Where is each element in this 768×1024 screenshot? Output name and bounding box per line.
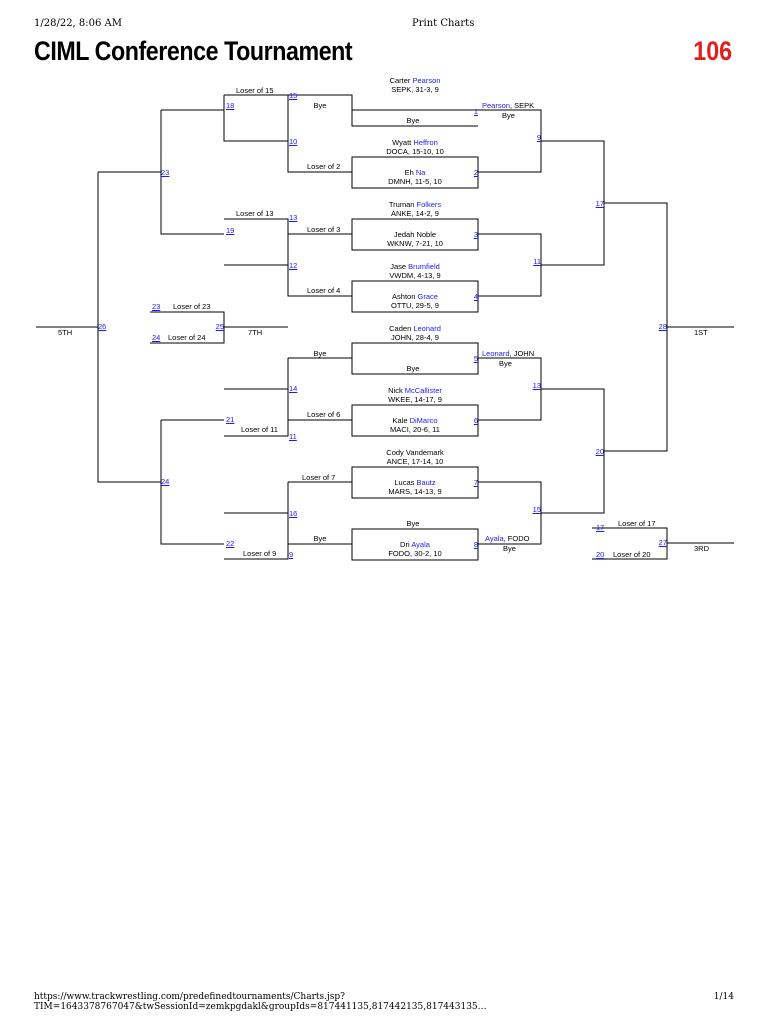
bout-link-22[interactable]: 22 (226, 539, 235, 548)
wrestler-info: ANCE, 17-14, 10 (386, 457, 444, 466)
loser-label: Loser of 3 (307, 225, 341, 234)
bout-link-17b[interactable]: 17 (596, 523, 605, 532)
wrestler-name: Lucas Bautz (394, 478, 436, 487)
footer-page: 1/14 (713, 992, 734, 1002)
wrestler-name: Nick McCallister (388, 386, 442, 395)
bout-note: Bye (503, 544, 516, 553)
wrestler-name: Kale DiMarco (392, 416, 438, 425)
footer-url: https://www.trackwrestling.com/predefine… (34, 992, 487, 1012)
wrestler-info: MARS, 14-13, 9 (388, 487, 442, 496)
bout-link-13b[interactable]: 13 (289, 213, 298, 222)
bout-link-17[interactable]: 17 (595, 199, 604, 208)
bout-link-15[interactable]: 15 (532, 505, 541, 514)
bout-link-20[interactable]: 20 (595, 447, 604, 456)
loser-label: Loser of 6 (307, 410, 341, 419)
bout-link-18[interactable]: 18 (226, 101, 235, 110)
loser-label: Loser of 2 (307, 162, 341, 171)
loser-label: Loser of 7 (302, 473, 336, 482)
bout-link-7[interactable]: 7 (473, 478, 478, 487)
place-label-5th: 5TH (58, 328, 73, 337)
wrestler-name: Dri Ayala (400, 540, 430, 549)
place-label-1st: 1ST (694, 328, 708, 337)
bout-link-25[interactable]: 25 (215, 322, 224, 331)
place-label-3rd: 3RD (694, 544, 710, 553)
wrestler-name: Jedah Noble (393, 230, 437, 239)
bout-link-12[interactable]: 12 (289, 261, 298, 270)
bout-note: Bye (499, 359, 512, 368)
bout-link-15b[interactable]: 15 (289, 91, 298, 100)
page-title: CIML Conference Tournament (34, 36, 353, 66)
bout-link-9[interactable]: 9 (536, 133, 541, 142)
wrestler-info: OTTU, 29-5, 9 (391, 301, 439, 310)
wrestler-name: Ashton Grace (392, 292, 438, 301)
bout-link-6[interactable]: 6 (473, 416, 478, 425)
print-datetime: 1/28/22, 8:06 AM (34, 18, 123, 29)
weight-class: 106 (693, 36, 732, 66)
bout-link-28[interactable]: 28 (658, 322, 667, 331)
bye-label: Bye (406, 364, 420, 373)
wrestler-name: Jase Brumfield (390, 262, 440, 271)
bout-link-24[interactable]: 24 (161, 477, 170, 486)
wrestler-info: DOCA, 15-10, 10 (386, 147, 444, 156)
loser-label: Loser of 13 (236, 209, 274, 218)
bout-note: Bye (502, 111, 515, 120)
wrestler-info: VWDM, 4-13, 9 (389, 271, 441, 280)
bout-link-16[interactable]: 16 (289, 509, 298, 518)
bye-label: Bye (313, 101, 327, 110)
bye-label: Bye (313, 534, 327, 543)
bout-link-26[interactable]: 26 (98, 322, 107, 331)
loser-label: Loser of 24 (168, 333, 206, 342)
wrestler-info: ANKE, 14-2, 9 (391, 209, 439, 218)
wrestler-info: SEPK, 31-3, 9 (391, 85, 439, 94)
bout-link-9b[interactable]: 9 (289, 550, 294, 559)
place-label-7th: 7TH (248, 328, 263, 337)
bout-link-11[interactable]: 11 (533, 257, 541, 266)
wrestler-info: WKNW, 7-21, 10 (387, 239, 443, 248)
wrestler-name: Eh Na (404, 168, 426, 177)
loser-label: Loser of 20 (613, 550, 651, 559)
bout-winner: Pearson, SEPK (482, 101, 535, 110)
bout-winner: Ayala, FODO (485, 534, 530, 543)
wrestler-name: Carter Pearson (389, 76, 441, 85)
loser-label: Loser of 17 (618, 519, 656, 528)
wrestler-info: MACI, 20-6, 11 (390, 425, 440, 434)
loser-label: Loser of 4 (307, 286, 341, 295)
wrestler-info: WKEE, 14-17, 9 (388, 395, 442, 404)
bout-link-14[interactable]: 14 (289, 384, 298, 393)
loser-label: Loser of 23 (173, 302, 211, 311)
wrestler-name: Wyatt Heffron (392, 138, 438, 147)
bout-link-3[interactable]: 3 (473, 230, 478, 239)
bout-link-1[interactable]: 1 (473, 107, 478, 116)
bout-link-10[interactable]: 10 (289, 137, 298, 146)
bout-link-5[interactable]: 5 (473, 354, 478, 363)
bout-link-23b[interactable]: 23 (152, 302, 161, 311)
bout-link-23[interactable]: 23 (161, 168, 170, 177)
wrestler-info: DMNH, 11-5, 10 (388, 177, 442, 186)
bye-label: Bye (406, 116, 420, 125)
bout-link-4[interactable]: 4 (473, 292, 478, 301)
bout-link-2[interactable]: 2 (473, 168, 478, 177)
bout-link-13[interactable]: 13 (532, 381, 541, 390)
wrestler-info: FODO, 30-2, 10 (388, 549, 442, 558)
wrestler-info: JOHN, 28-4, 9 (391, 333, 439, 342)
loser-label: Loser of 11 (241, 425, 278, 434)
loser-label: Loser of 15 (236, 86, 274, 95)
bout-link-24b[interactable]: 24 (152, 333, 161, 342)
bout-link-27[interactable]: 27 (658, 538, 667, 547)
bye-label: Bye (406, 519, 420, 528)
bout-winner: Leonard, JOHN (482, 349, 535, 358)
wrestler-name: Caden Leonard (389, 324, 441, 333)
bout-link-11b[interactable]: 11 (289, 432, 297, 441)
loser-label: Loser of 9 (243, 549, 277, 558)
bout-link-20b[interactable]: 20 (596, 550, 605, 559)
bout-link-8[interactable]: 8 (473, 540, 478, 549)
wrestler-name: Truman Folkers (388, 200, 442, 209)
bout-link-21[interactable]: 21 (226, 415, 235, 424)
wrestler-name: Cody Vandemark (386, 448, 444, 457)
bout-link-19[interactable]: 19 (226, 226, 235, 235)
print-doc-title: Print Charts (412, 18, 475, 29)
bye-label: Bye (313, 349, 327, 358)
